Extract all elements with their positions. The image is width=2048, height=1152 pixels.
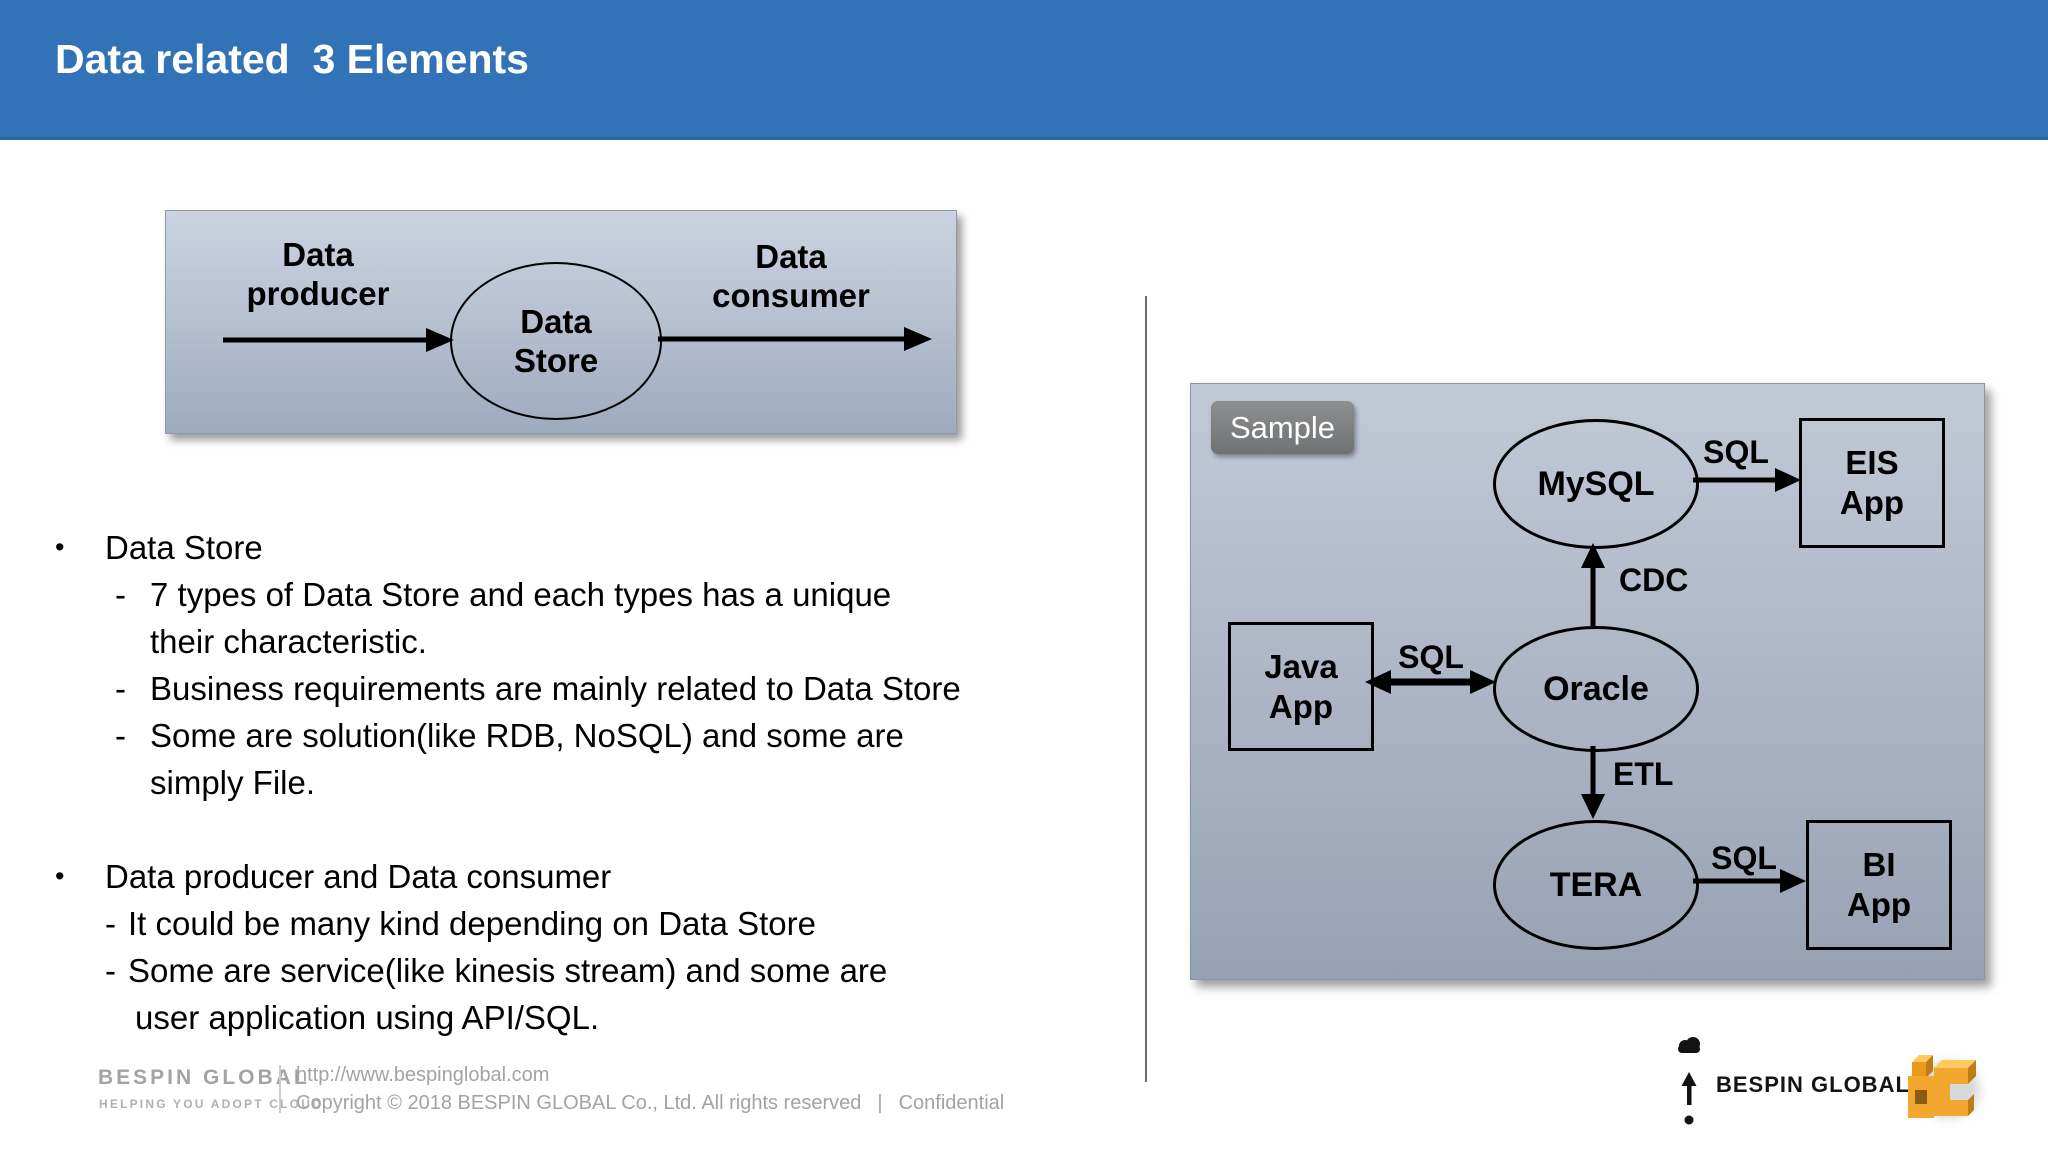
page-title: Data related 3 Elements <box>55 36 529 82</box>
flow-diagram-panel: Data producer Data Store Data consumer <box>165 210 957 434</box>
footer-separator: | <box>877 1092 883 1114</box>
flow-arrows <box>223 327 932 352</box>
tera-node: TERA <box>1493 820 1699 950</box>
footer-brand: BESPIN GLOBAL <box>98 1066 310 1089</box>
bespin-cube-logo-icon <box>1908 1055 1980 1118</box>
right-arrow-icon <box>904 327 932 351</box>
slide-header: Data related 3 Elements <box>0 0 2048 140</box>
right-arrow-icon <box>1780 869 1806 893</box>
bullet-list: • Data Store - 7 types of Data Store and… <box>55 524 1135 1041</box>
bespin-icon-stack <box>1678 1037 1700 1125</box>
data-store-node: Data Store <box>450 262 662 420</box>
footer-divider <box>279 1065 281 1113</box>
dash-marker-icon: - <box>105 905 116 942</box>
footer-copyright-row: Copyright © 2018 BESPIN GLOBAL Co., Ltd.… <box>296 1092 1004 1115</box>
down-arrow-icon <box>1581 794 1605 819</box>
up-arrow-icon <box>1581 543 1605 568</box>
edge-label-sql-tera-bi: SQL <box>1711 840 1777 876</box>
mysql-node: MySQL <box>1493 419 1699 549</box>
edge-label-sql-mysql-eis: SQL <box>1703 434 1769 470</box>
dash-marker-icon: - <box>115 670 126 707</box>
cloud-icon <box>1678 1037 1700 1053</box>
footer-brand-right: BESPIN GLOBAL <box>1716 1072 1910 1097</box>
edge-label-sql-java-oracle: SQL <box>1398 639 1464 675</box>
dash-marker-icon: - <box>115 717 126 754</box>
sample-tag: Sample <box>1211 401 1354 454</box>
sample-arrows <box>1365 468 1806 893</box>
bullet-item: - It could be many kind depending on Dat… <box>55 900 1135 947</box>
bullet-item-continuation: simply File. <box>150 764 316 801</box>
data-producer-label: Data producer <box>246 236 390 312</box>
java-app-node: Java App <box>1228 622 1374 751</box>
bullet-item-continuation: their characteristic. <box>150 623 427 660</box>
data-store-label: Data Store <box>513 303 599 379</box>
left-arrow-icon <box>1365 670 1391 694</box>
sample-panel: Sample MySQL Oracle TERA EIS App Java Ap… <box>1190 383 1985 980</box>
dash-marker-icon: - <box>105 952 116 989</box>
footer-copyright: Copyright © 2018 BESPIN GLOBAL Co., Ltd.… <box>296 1092 862 1114</box>
data-consumer-label: Data consumer <box>712 238 870 314</box>
footer-tagline: HELPING YOU ADOPT CLOUD. <box>99 1097 329 1111</box>
bullet-item: - Some are solution(like RDB, NoSQL) and… <box>55 712 1135 759</box>
right-arrow-icon <box>426 328 454 352</box>
dot-icon <box>1684 1115 1694 1125</box>
bullet-item: - 7 types of Data Store and each types h… <box>55 571 1135 618</box>
right-arrow-icon <box>1470 670 1496 694</box>
bullet-item-continuation: user application using API/SQL. <box>135 999 600 1036</box>
bullet-item: - Some are service(like kinesis stream) … <box>55 947 1135 994</box>
up-arrow-icon <box>1681 1072 1697 1105</box>
dash-marker-icon: - <box>115 576 126 613</box>
bullet-marker-icon: • <box>55 861 65 891</box>
bullet-group-2-title: Data producer and Data consumer <box>105 858 612 895</box>
footer-confidential: Confidential <box>898 1092 1005 1114</box>
bullet-marker-icon: • <box>55 532 65 562</box>
edge-label-etl: ETL <box>1613 756 1674 792</box>
oracle-node: Oracle <box>1493 626 1699 752</box>
bullet-item: - Business requirements are mainly relat… <box>55 665 1135 712</box>
right-arrow-icon <box>1775 468 1801 492</box>
bi-app-node: BI App <box>1806 820 1952 950</box>
eis-app-node: EIS App <box>1799 418 1945 548</box>
bullet-group-1-title: Data Store <box>105 529 263 566</box>
column-divider <box>1145 296 1147 1082</box>
footer-url: http://www.bespinglobal.com <box>296 1064 550 1086</box>
edge-label-cdc: CDC <box>1619 562 1689 598</box>
spacer <box>55 806 1135 853</box>
bullet-group-1-title-row: • Data Store <box>55 524 1135 571</box>
bullet-group-2-title-row: • Data producer and Data consumer <box>55 853 1135 900</box>
